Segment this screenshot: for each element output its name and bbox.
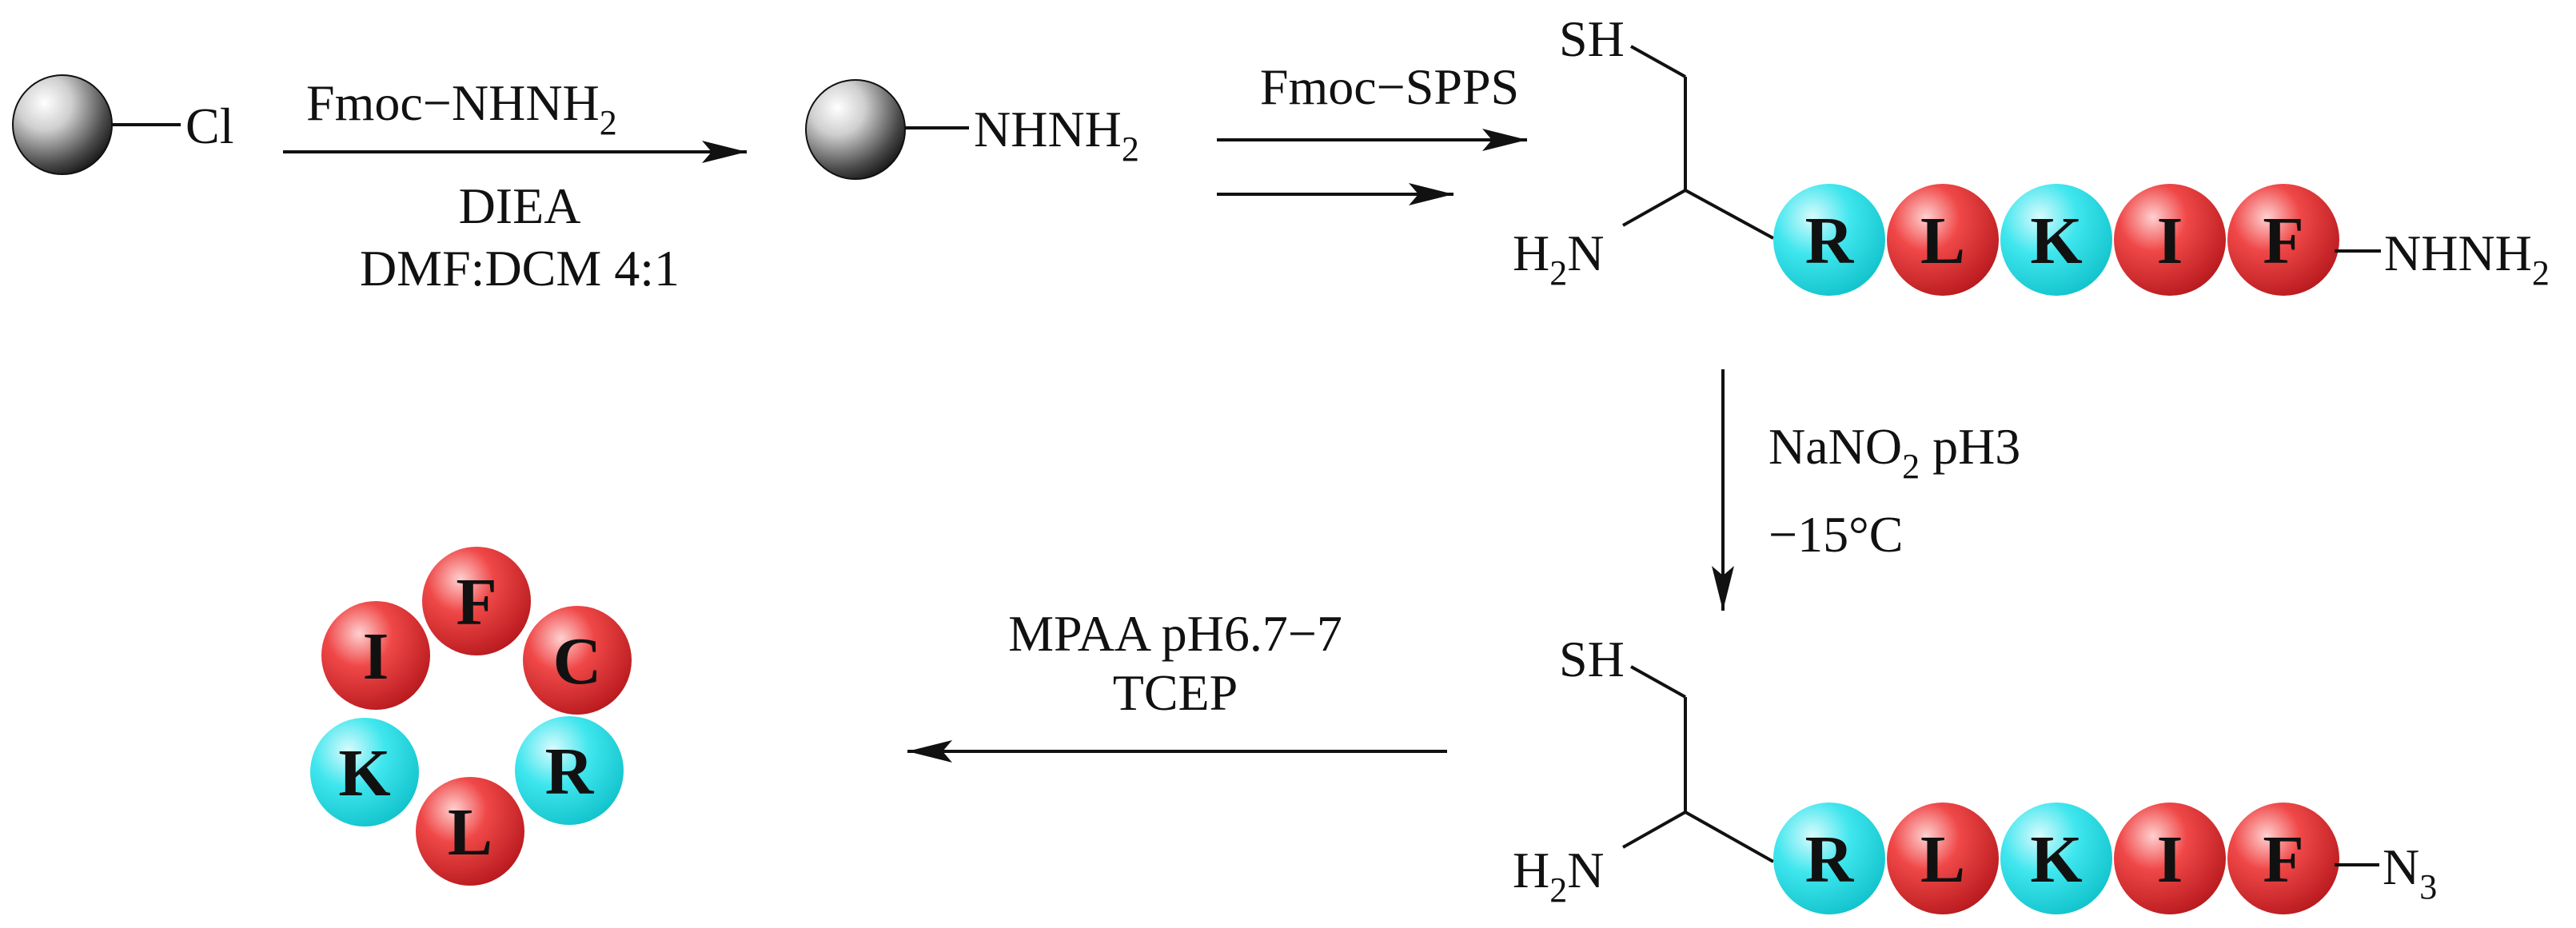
residue-letter: R bbox=[1805, 204, 1855, 278]
step3-reagent: NaNO2 pH3 bbox=[1769, 418, 2020, 486]
thiol-bond bbox=[1630, 45, 1686, 78]
residue-bead bbox=[515, 716, 624, 825]
residue-f: F bbox=[2227, 184, 2339, 296]
step3-temperature: −15°C bbox=[1769, 506, 1903, 563]
residue-letter: F bbox=[456, 565, 496, 639]
residue-i: I bbox=[2114, 803, 2226, 914]
residue-bead bbox=[1887, 803, 1999, 914]
residue-letter: K bbox=[2030, 822, 2082, 897]
resin-hydrazide: NHNH2 bbox=[805, 79, 1139, 180]
residue-r: R bbox=[1773, 184, 1885, 296]
residue-letter: K bbox=[338, 736, 390, 811]
residue-k: K bbox=[2000, 184, 2112, 296]
residue-letter: F bbox=[2263, 822, 2303, 897]
residue-letter: F bbox=[2263, 204, 2303, 278]
residue-letter: L bbox=[1920, 822, 1965, 897]
hydrazide-terminus: NHNH2 bbox=[2384, 225, 2550, 293]
residue-l: L bbox=[1887, 803, 1999, 914]
residue-l: L bbox=[1887, 184, 1999, 296]
azide-terminus: N3 bbox=[2383, 838, 2437, 906]
step4-conditions: MPAA pH6.7−7 bbox=[1008, 605, 1342, 662]
step1-reagent: Fmoc−NHNH2 bbox=[306, 74, 617, 142]
residue-f: F bbox=[2227, 803, 2339, 914]
residue-bead bbox=[310, 718, 419, 826]
residue-letter: I bbox=[2157, 822, 2183, 897]
cyclic-residue-l: L bbox=[416, 777, 524, 886]
amine-label: H2N bbox=[1513, 842, 1604, 910]
residue-bead bbox=[2227, 184, 2339, 296]
step3-arrow-group: NaNO2 pH3 −15°C bbox=[1712, 369, 2020, 611]
cyclic-residue-r: R bbox=[515, 716, 624, 825]
hydrazide-label: NHNH2 bbox=[974, 101, 1139, 169]
residue-letter: I bbox=[2157, 204, 2183, 278]
resin-bead-icon bbox=[12, 74, 113, 175]
residue-bead bbox=[422, 547, 531, 655]
step4-arrow-group: MPAA pH6.7−7 TCEP bbox=[907, 605, 1447, 763]
residue-letter: K bbox=[2030, 204, 2082, 278]
residue-k: K bbox=[2000, 803, 2112, 914]
resin-bead-icon bbox=[805, 79, 906, 180]
alpha-bond bbox=[1685, 189, 1774, 240]
residue-letter: R bbox=[545, 735, 595, 809]
residue-bead bbox=[2114, 184, 2226, 296]
residue-r: R bbox=[1773, 803, 1885, 914]
step2-label: Fmoc−SPPS bbox=[1260, 58, 1519, 115]
step4-reductant: TCEP bbox=[1113, 664, 1238, 721]
residue-bead bbox=[523, 606, 632, 715]
residue-bead bbox=[2114, 803, 2226, 914]
residue-letter: I bbox=[363, 619, 389, 694]
residue-bead bbox=[1773, 803, 1885, 914]
thiol-bond bbox=[1630, 665, 1686, 699]
residue-bead bbox=[1887, 184, 1999, 296]
thiol-label: SH bbox=[1559, 631, 1625, 687]
residue-bead bbox=[2000, 184, 2112, 296]
chloride-label: Cl bbox=[185, 98, 233, 154]
amine-bond bbox=[1622, 811, 1686, 849]
residue-bead bbox=[321, 601, 430, 710]
residue-bead bbox=[2227, 803, 2339, 914]
residue-i: I bbox=[2114, 184, 2226, 296]
amine-bond bbox=[1622, 189, 1686, 227]
cyclic-residue-i: I bbox=[321, 601, 430, 710]
residue-letter: L bbox=[448, 795, 492, 870]
residue-bead bbox=[2000, 803, 2112, 914]
residue-letter: R bbox=[1805, 822, 1855, 897]
step2-arrow-group: Fmoc−SPPS bbox=[1217, 58, 1527, 205]
cyclic-residue-c: C bbox=[523, 606, 632, 715]
cyclic-residue-k: K bbox=[310, 718, 419, 826]
residue-bead bbox=[416, 777, 524, 886]
resin-chloride: Cl bbox=[12, 74, 233, 175]
amine-label: H2N bbox=[1513, 225, 1604, 293]
residue-letter: C bbox=[553, 624, 602, 699]
step1-base: DIEA bbox=[459, 177, 581, 234]
step1-solvent: DMF:DCM 4:1 bbox=[360, 240, 680, 297]
cyclic-residue-f: F bbox=[422, 547, 531, 655]
thiol-label: SH bbox=[1559, 10, 1625, 67]
residue-letter: L bbox=[1920, 204, 1965, 278]
step1-arrow-group: Fmoc−NHNH2 DIEA DMF:DCM 4:1 bbox=[283, 74, 747, 297]
alpha-bond bbox=[1685, 811, 1774, 863]
residue-bead bbox=[1773, 184, 1885, 296]
